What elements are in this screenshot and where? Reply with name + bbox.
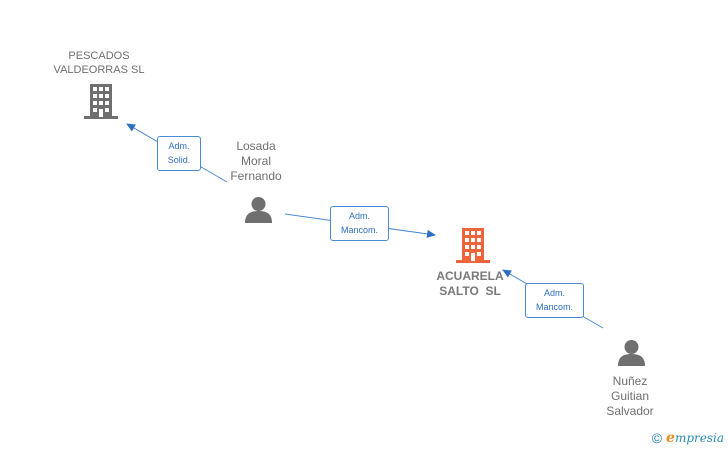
building-icon[interactable]	[84, 84, 118, 120]
footer-brand: © empresia	[652, 430, 724, 446]
node-label-line: Guitian	[610, 389, 650, 403]
edge-label-line: Mancom.	[535, 302, 573, 312]
node-label-nunez: Nuñez Guitian Salvador	[590, 374, 670, 419]
node-label-acuarela: ACUARELA SALTO SL	[420, 269, 520, 299]
edge-label-line: Mancom.	[340, 225, 378, 235]
brand-logo-text: mpresia	[674, 431, 724, 445]
edge-label-line: Adm.	[168, 141, 190, 151]
edge-label-line: Adm.	[348, 211, 370, 221]
edge-label-line: Solid.	[167, 155, 191, 165]
node-label-line: Nuñez	[612, 374, 648, 388]
node-label-line: PESCADOS	[68, 50, 130, 62]
brand-logo-initial: e	[666, 430, 675, 446]
edge-label-adm-mancom[interactable]: Adm. Mancom.	[525, 283, 584, 318]
copyright-icon: ©	[651, 430, 663, 446]
node-label-line: Moral	[240, 154, 271, 168]
node-label-line: Fernando	[230, 169, 282, 183]
building-icon[interactable]	[456, 228, 490, 264]
edge-label-adm-solid[interactable]: Adm. Solid.	[157, 136, 201, 171]
edge-label-line: Adm.	[543, 288, 565, 298]
person-icon[interactable]	[244, 196, 273, 224]
node-label-line: ACUARELA	[436, 269, 504, 283]
node-label-losada: Losada Moral Fernando	[216, 139, 296, 184]
person-icon[interactable]	[617, 339, 646, 367]
edge-label-adm-mancom[interactable]: Adm. Mancom.	[330, 206, 389, 241]
node-label-line: SALTO SL	[439, 284, 501, 298]
node-label-line: Losada	[236, 139, 276, 153]
node-label-line: VALDEORRAS SL	[53, 64, 145, 76]
brand-logo[interactable]: empresia	[666, 430, 724, 446]
node-label-pescados: PESCADOS VALDEORRAS SL	[40, 49, 158, 77]
node-label-line: Salvador	[606, 404, 654, 418]
